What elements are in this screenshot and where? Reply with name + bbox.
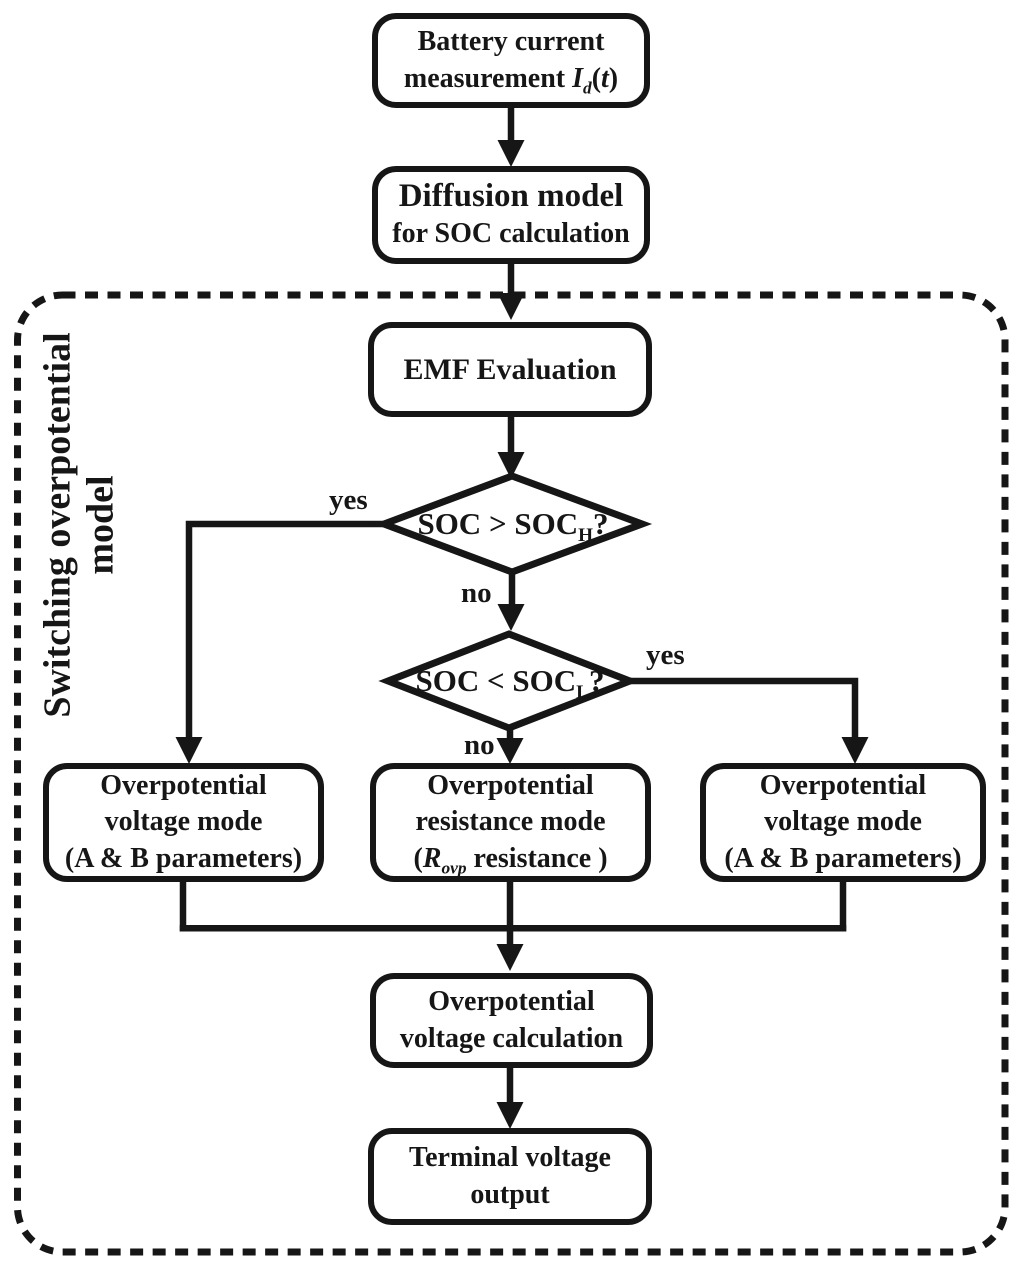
node-text-line: Overpotential [759,769,927,801]
node-overpotential-resistance-mode: Overpotential resistance mode (Rovp resi… [370,763,651,882]
node-text-line: voltage mode [764,806,922,838]
node-text-line: voltage mode [104,806,263,838]
switching-model-label-line1: Switching overpotential [36,332,79,718]
node-text-line: (A & B parameters) [724,842,962,874]
node-text-line: Overpotential [100,769,267,801]
edge-label-soc-high-yes: yes [329,484,368,516]
node-text-line: for SOC calculation [392,218,630,250]
decision-soc-high-label: SOC > SOCH? [417,506,609,547]
edge-emf-to-soc-high [497,414,525,479]
node-overpotential-voltage-mode-left: Overpotential voltage mode (A & B parame… [43,763,324,882]
edge-label-soc-high-no: no [461,577,492,609]
edge-merge-to-ovp-calc [496,878,524,971]
edge-diffusion-to-emf [497,260,525,320]
edge-soc-low-yes [629,677,869,764]
edge-label-soc-low-no: no [464,729,495,761]
edge-label-soc-low-yes: yes [646,639,685,671]
edge-soc-high-yes [175,520,388,764]
node-text-line: EMF Evaluation [403,352,617,386]
node-battery-current-measurement: Battery current measurement Id(t) [372,13,650,108]
node-text-line: Battery current [417,25,605,57]
node-overpotential-voltage-calculation: Overpotential voltage calculation [370,973,653,1068]
node-text-line: resistance mode [415,806,606,838]
node-text-line: output [470,1178,550,1210]
node-text-line: Overpotential [428,985,595,1017]
node-text-line: voltage calculation [399,1022,624,1054]
decision-soc-low-shape [378,630,640,732]
node-text-line: measurement Id(t) [403,62,619,98]
switching-model-label: Switching overpotential model [36,332,121,717]
node-text-line: Terminal voltage [409,1141,611,1173]
node-terminal-voltage-output: Terminal voltage output [368,1128,652,1225]
switching-model-dashed-border [14,291,1009,1256]
edge-battery-to-diffusion [497,104,525,167]
node-text-line: (A & B parameters) [64,842,303,874]
node-emf-evaluation: EMF Evaluation [368,322,652,417]
node-text-line: Diffusion model [398,177,624,214]
decision-soc-high-shape [374,472,653,576]
switching-model-label-line2: model [79,475,121,575]
edge-ovp-calc-to-terminal [496,1065,524,1129]
node-text-line: (Rovp resistance ) [413,842,608,878]
edge-soc-high-no [497,570,525,631]
node-overpotential-voltage-mode-right: Overpotential voltage mode (A & B parame… [700,763,986,882]
node-diffusion-model: Diffusion model for SOC calculation [372,166,650,264]
decision-soc-low-label: SOC < SOCL? [415,663,605,704]
node-text-line: Overpotential [427,769,594,801]
